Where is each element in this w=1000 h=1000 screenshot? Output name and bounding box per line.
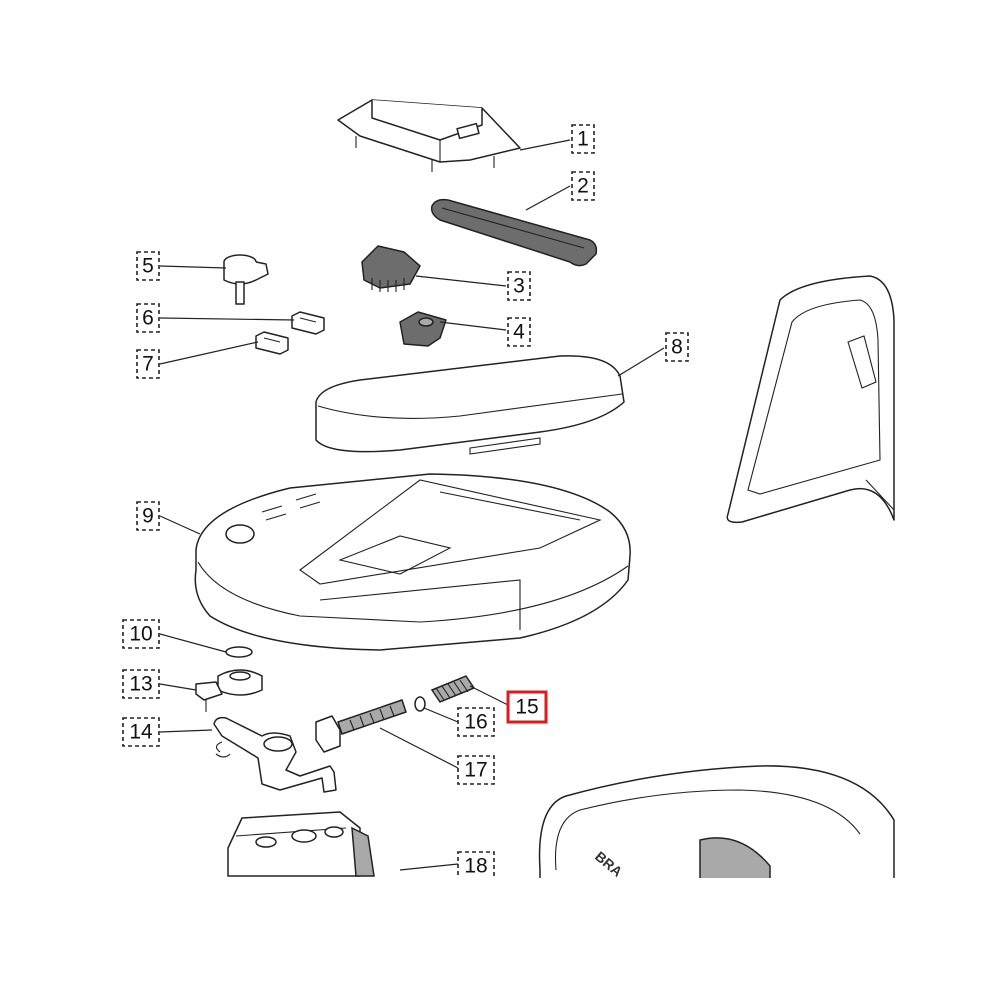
- callout-text-15: 15: [515, 696, 538, 719]
- part-9-base-plate: [194, 473, 631, 651]
- callout-text-5: 5: [142, 255, 154, 278]
- right-housing: [726, 275, 895, 524]
- callout-8: 8: [665, 332, 689, 362]
- callout-4: 4: [507, 317, 531, 347]
- callout-text-9: 9: [142, 505, 154, 528]
- callout-16: 16: [457, 707, 495, 737]
- callout-text-16: 16: [464, 711, 487, 734]
- callout-14: 14: [122, 717, 160, 747]
- callout-9: 9: [136, 501, 160, 531]
- callout-text-6: 6: [142, 307, 154, 330]
- callout-15-highlighted: 15: [506, 690, 548, 724]
- bottom-mask: [0, 878, 1000, 1000]
- callout-text-3: 3: [513, 275, 525, 298]
- part-4-latch: [399, 311, 447, 347]
- callout-2: 2: [571, 171, 595, 201]
- callout-text-1: 1: [577, 128, 589, 151]
- part-2-strip: [430, 198, 598, 267]
- part-8-cover: [315, 355, 625, 455]
- part-3-clip: [361, 245, 421, 292]
- leader-lines: [159, 139, 665, 871]
- part-14-lever: [213, 716, 337, 793]
- callout-text-8: 8: [671, 336, 683, 359]
- part-6-cap: [291, 311, 325, 335]
- callout-text-4: 4: [513, 321, 525, 344]
- right-mask: [896, 0, 1000, 1000]
- callout-1: 1: [571, 124, 595, 154]
- callout-7: 7: [136, 349, 160, 379]
- callout-text-18: 18: [464, 855, 487, 878]
- callout-18: 18: [457, 851, 495, 881]
- part-13-valve: [195, 669, 263, 712]
- part-16-ring: [414, 696, 426, 712]
- part-10-o-ring: [225, 646, 253, 658]
- bottom-right-housing: BRA: [538, 765, 895, 881]
- part-15-spring: [430, 675, 476, 703]
- callout-text-14: 14: [129, 721, 153, 744]
- callout-6: 6: [136, 303, 160, 333]
- part-1-top-housing: [337, 99, 521, 172]
- part-5-knob: [223, 254, 269, 305]
- callout-13: 13: [122, 669, 160, 699]
- callout-text-2: 2: [577, 175, 589, 198]
- callout-text-13: 13: [129, 673, 152, 696]
- part-18-block: [227, 811, 375, 877]
- callout-17: 17: [457, 755, 495, 785]
- part-17-rod: [315, 699, 407, 753]
- callout-text-10: 10: [129, 623, 152, 646]
- callout-5: 5: [136, 251, 160, 281]
- callout-3: 3: [507, 271, 531, 301]
- callout-text-17: 17: [464, 759, 487, 782]
- part-7-cap: [255, 331, 289, 355]
- callout-10: 10: [122, 619, 160, 649]
- callout-text-7: 7: [142, 353, 154, 376]
